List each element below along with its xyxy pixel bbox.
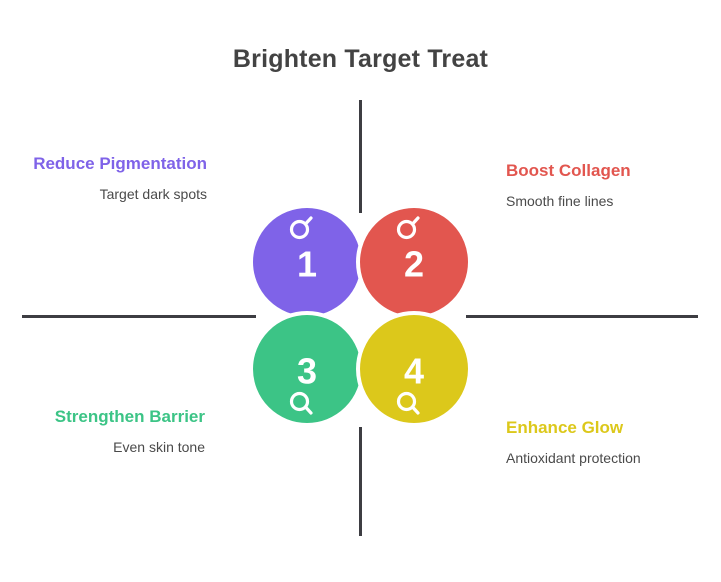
bubble-4-number: 4 [404, 351, 424, 392]
quadrant-subtitle-reduce-pigmentation: Target dark spots [99, 186, 207, 202]
quadrant-subtitle-boost-collagen: Smooth fine lines [506, 193, 614, 209]
bubble-4[interactable]: 4 [356, 311, 472, 427]
pin-icon [289, 216, 313, 240]
pin-icon [396, 216, 420, 240]
axis-line-vertical-bottom [359, 427, 362, 536]
axis-line-vertical-top [359, 100, 362, 213]
bubble-3[interactable]: 3 [249, 311, 365, 427]
bubble-2[interactable]: 2 [356, 204, 472, 320]
page-title: Brighten Target Treat [232, 45, 489, 73]
bubble-3-number: 3 [297, 351, 317, 392]
quadrant-heading-boost-collagen: Boost Collagen [506, 161, 631, 180]
quadrant-subtitle-enhance-glow: Antioxidant protection [506, 450, 641, 466]
quadrant-subtitle-strengthen-barrier: Even skin tone [113, 439, 205, 455]
bubble-1-number: 1 [297, 244, 317, 285]
quadrant-label-top-left: Reduce Pigmentation Target dark spots [15, 153, 207, 203]
pin-icon [396, 391, 420, 415]
quadrant-label-bottom-right: Enhance Glow Antioxidant protection [506, 417, 711, 467]
quadrant-heading-strengthen-barrier: Strengthen Barrier [54, 407, 205, 426]
axis-line-horizontal-right [466, 315, 698, 318]
axis-line-horizontal-left [22, 315, 256, 318]
pin-icon [289, 391, 313, 415]
circle-cluster: 1 2 3 [248, 203, 473, 428]
bubble-2-number: 2 [404, 244, 424, 285]
quadrant-label-bottom-left: Strengthen Barrier Even skin tone [15, 406, 205, 456]
quadrant-heading-reduce-pigmentation: Reduce Pigmentation [33, 154, 207, 173]
bubble-1[interactable]: 1 [249, 204, 365, 320]
quadrant-label-top-right: Boost Collagen Smooth fine lines [506, 160, 711, 210]
quadrant-heading-enhance-glow: Enhance Glow [506, 418, 624, 437]
